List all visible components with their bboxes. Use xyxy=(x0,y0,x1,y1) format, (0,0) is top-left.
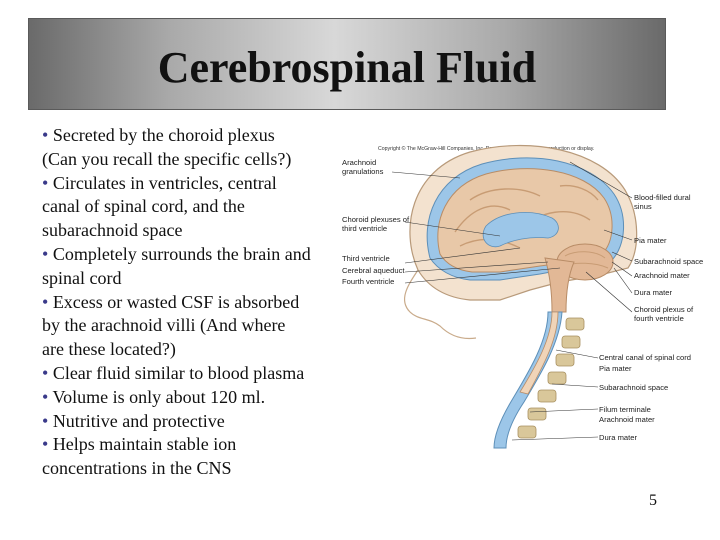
bullet-3-line-1: • Completely surrounds the brain and xyxy=(42,243,311,264)
label-dura-mater-1: Dura mater xyxy=(634,288,672,297)
bullet-2-line-3: subarachnoid space xyxy=(42,220,183,241)
csf-anatomy-illustration xyxy=(391,144,638,449)
label-central-canal: Central canal of spinal cord xyxy=(599,353,692,362)
slide-title: Cerebrospinal Fluid xyxy=(157,42,537,92)
label-choroid-plexuses: Choroid plexuses of third ventricle xyxy=(342,215,410,233)
lateral-ventricle xyxy=(482,212,559,248)
bullet-3-line-2: spinal cord xyxy=(42,267,122,288)
bullet-1-line-1: • Secreted by the choroid plexus xyxy=(42,125,275,145)
label-arachnoid-granulations: Arachnoid granulations xyxy=(342,158,384,176)
spinal-cord xyxy=(519,311,559,395)
bullet-4-line-3: are these located?) xyxy=(42,339,176,360)
brainstem xyxy=(544,257,575,313)
bullet-4-line-2: by the arachnoid villi (And where xyxy=(42,315,286,336)
label-pia-mater-1: Pia mater xyxy=(634,236,667,245)
label-fourth-ventricle: Fourth ventricle xyxy=(342,277,395,286)
label-pia-mater-2: Pia mater xyxy=(599,364,632,373)
bullet-1-line-2: (Can you recall the specific cells?) xyxy=(42,148,292,169)
label-filum-terminale: Filum terminale xyxy=(599,405,651,414)
face-silhouette xyxy=(404,269,477,340)
bullet-4-line-1: • Excess or wasted CSF is absorbed xyxy=(42,291,300,312)
bullet-7: • Nutritive and protective xyxy=(42,410,225,431)
label-arachnoid-mater-1: Arachnoid mater xyxy=(634,271,690,280)
leader-lines xyxy=(391,161,633,441)
label-subarachnoid-space-1: Subarachnoid space xyxy=(634,257,704,266)
bullet-2-line-2: canal of spinal cord, and the xyxy=(42,196,245,217)
title-bar: Cerebrospinal Fluid xyxy=(28,18,666,110)
bullet-2-line-1: • Circulates in ventricles, central xyxy=(42,172,277,193)
label-subarachnoid-space-2: Subarachnoid space xyxy=(599,383,669,392)
label-dura-mater-2: Dura mater xyxy=(599,433,637,442)
label-blood-filled-dural-sinus: Blood-filled dural sinus xyxy=(634,193,691,211)
bullet-5: • Clear fluid similar to blood plasma xyxy=(42,362,305,383)
bullet-6: • Volume is only about 120 ml. xyxy=(42,386,266,407)
label-arachnoid-mater-2: Arachnoid mater xyxy=(599,415,655,424)
label-choroid-plexus-fourth-ventricle: Choroid plexus of fourth ventricle xyxy=(634,305,694,323)
gyri-texture xyxy=(454,184,599,249)
vertebrae xyxy=(517,317,585,439)
page-number: 5 xyxy=(649,492,657,509)
label-cerebral-aqueduct: Cerebral aqueduct xyxy=(342,266,405,275)
label-third-ventricle: Third ventricle xyxy=(342,254,390,263)
bullet-8-line-2: concentrations in the CNS xyxy=(42,458,232,479)
bullet-8-line-1: • Helps maintain stable ion xyxy=(42,434,237,455)
bullet-list: • Secreted by the choroid plexus (Can yo… xyxy=(42,124,362,481)
